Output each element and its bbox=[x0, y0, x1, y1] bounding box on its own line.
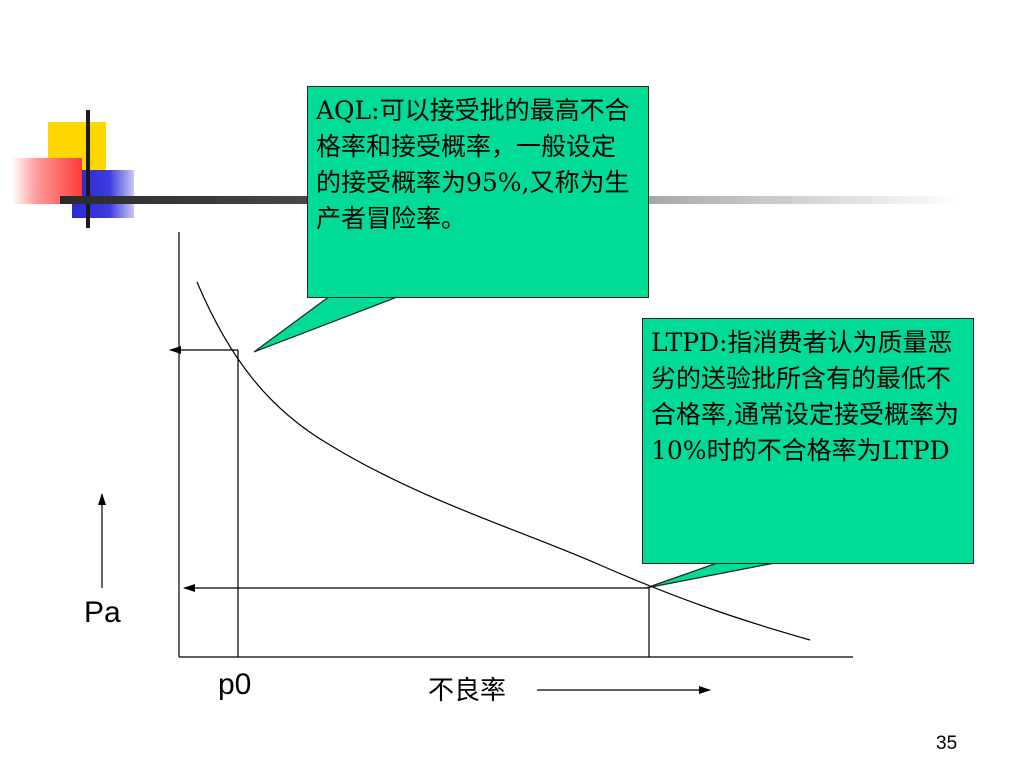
aql-callout-pointer bbox=[253, 295, 401, 353]
oc-curve bbox=[196, 281, 811, 641]
deco-blue-square bbox=[72, 170, 134, 218]
page-number: 35 bbox=[936, 733, 958, 754]
y-axis-label: Pa bbox=[84, 596, 121, 629]
ltpd-callout: LTPD:指消费者认为质量恶劣的送验批所含有的最低不合格率,通常设定接受概率为1… bbox=[642, 318, 974, 564]
ltpd-callout-pointer bbox=[645, 561, 781, 589]
p0-label: p0 bbox=[218, 668, 252, 701]
deco-vertical-line bbox=[86, 110, 90, 228]
aql-callout: AQL:可以接受批的最高不合格率和接受概率，一般设定的接受概率为95%,又称为生… bbox=[307, 86, 649, 298]
x-axis-label: 不良率 bbox=[428, 676, 507, 706]
